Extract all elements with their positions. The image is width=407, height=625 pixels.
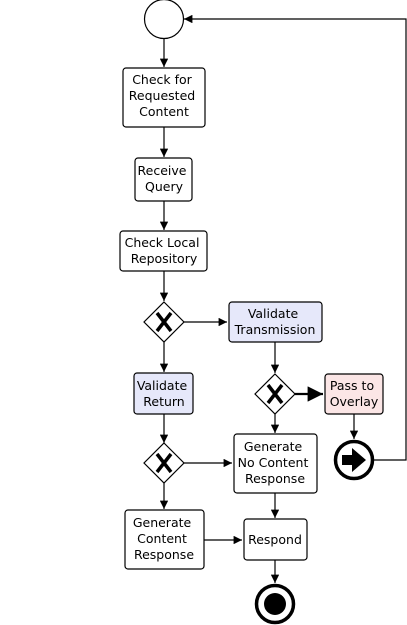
svg-text:Check Local Repository: Check Local Repository	[125, 235, 204, 266]
svg-text:Check for Requested: Check for Requested Content	[129, 72, 199, 119]
svg-text:Validate Return: Validate Return	[137, 378, 191, 409]
task-check-requested: Check for Requested Content	[122, 67, 206, 128]
task-label: Validate	[137, 378, 188, 393]
task-label: Content	[139, 104, 189, 119]
task-label: Pass to	[330, 378, 374, 393]
task-label: Respond	[248, 532, 302, 547]
task-label: Receive	[138, 163, 187, 178]
task-label: Return	[143, 394, 184, 409]
task-respond: Respond	[243, 518, 308, 561]
task-check-local: Check Local Repository	[119, 230, 208, 272]
task-label: Check Local	[125, 235, 200, 250]
connectors	[159, 14, 407, 583]
svg-text:Receive Query: Receive Query	[138, 163, 191, 194]
exclusive-gateway-icon	[254, 373, 296, 415]
task-receive-query: Receive Query	[134, 157, 193, 202]
task-generate-content: Generate Content Response	[124, 509, 205, 570]
link-event-icon	[333, 439, 375, 481]
task-label: No Content	[238, 455, 309, 470]
svg-text:Generate No Content: Generate No Content Response	[238, 439, 313, 486]
start-event-icon	[143, 0, 185, 40]
exclusive-gateway-icon	[143, 442, 185, 484]
task-label: Query	[145, 179, 184, 194]
exclusive-gateway-icon	[143, 301, 185, 343]
task-label: Transmission	[234, 322, 316, 337]
task-generate-no-content: Generate No Content Response	[233, 433, 318, 494]
svg-text:Generate Content R: Generate Content Response	[133, 515, 195, 562]
task-label: Content	[137, 531, 187, 546]
task-label: Requested	[129, 88, 195, 103]
task-label: Generate	[133, 515, 192, 530]
end-event-icon	[254, 583, 296, 625]
edge-link-loop-back	[184, 14, 407, 461]
svg-text:Pass to Overlay: Pass to Overlay	[330, 378, 379, 409]
task-label: Repository	[131, 251, 198, 266]
svg-text:Respond: Respond	[248, 532, 302, 547]
task-label: Generate	[244, 439, 303, 454]
svg-text:Validate Transmission: Validate Transmission	[234, 306, 316, 337]
task-validate-return: Validate Return	[133, 372, 194, 415]
task-label: Check for	[132, 72, 192, 87]
task-validate-transmission: Validate Transmission	[228, 301, 323, 343]
task-pass-to-overlay: Pass to Overlay	[324, 373, 384, 415]
task-label: Validate	[248, 306, 299, 321]
task-label: Response	[245, 471, 305, 486]
task-label: Overlay	[330, 394, 379, 409]
task-label: Response	[134, 547, 194, 562]
